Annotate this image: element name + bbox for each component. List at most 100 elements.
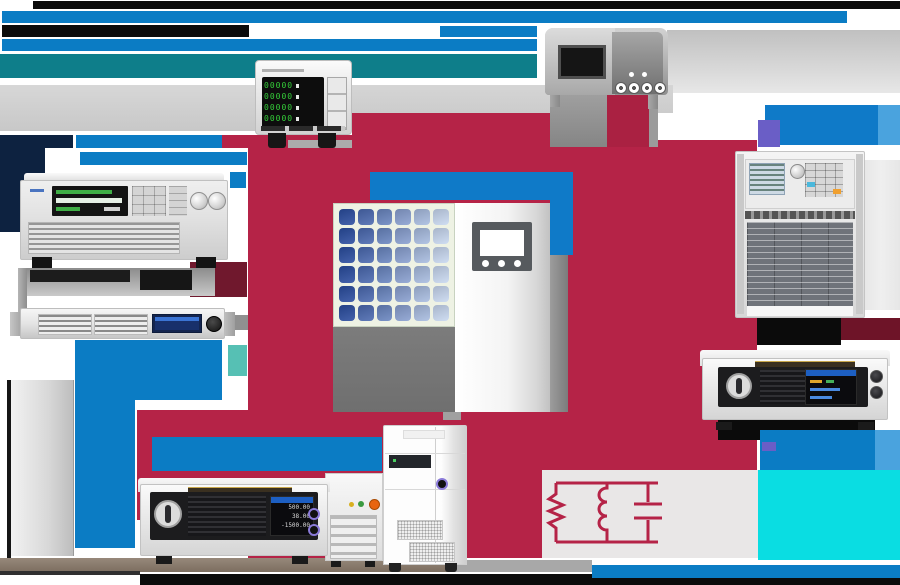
lcd-value: -1500.00 <box>281 522 310 529</box>
rlc-load-circuit <box>542 470 758 558</box>
solar-cell <box>395 247 412 264</box>
psu-knob <box>870 386 883 399</box>
label-square-center <box>230 172 246 188</box>
cabinet-seam <box>435 427 436 563</box>
rack-ear <box>856 154 863 314</box>
cabinet-seam <box>385 453 465 454</box>
inverter-screen <box>480 230 524 256</box>
inverter-button <box>514 260 521 267</box>
label-bar-bottom-blue <box>592 565 900 578</box>
side-panel <box>11 380 74 556</box>
reflection-dark-2 <box>140 270 192 290</box>
display-line <box>104 207 120 211</box>
1u-vent <box>94 314 148 335</box>
plc-controller <box>545 28 668 109</box>
label-block-midleft <box>75 340 222 400</box>
floor-bar-black <box>140 574 900 585</box>
device-foot <box>196 257 216 268</box>
solar-cell <box>414 209 431 226</box>
solar-cell <box>433 266 449 283</box>
lcd-header <box>806 370 856 376</box>
floor-strip-gray <box>455 560 592 572</box>
label-bar-right-mid-maroon <box>841 318 900 340</box>
solar-cell <box>395 285 412 302</box>
module-indicator-yellow <box>349 502 354 507</box>
psu-model-strip <box>188 487 292 493</box>
cabinet-label <box>403 430 445 439</box>
label-bar-top-4 <box>440 26 537 37</box>
connector-crimson <box>607 93 649 147</box>
label-bar-left-blue-1 <box>76 135 222 148</box>
psu-lcd: 500.00 38.00 -1500.00 <box>270 496 314 536</box>
label-bar-right-mid-black <box>757 318 841 345</box>
solar-cell <box>376 285 393 302</box>
lcd-value: 38.00 <box>291 513 310 520</box>
cabinet-vent <box>397 520 443 540</box>
solar-cell <box>357 285 374 302</box>
psu-port <box>308 524 320 536</box>
solar-cell <box>395 228 412 245</box>
center-title-tab <box>550 200 573 255</box>
lcd-bar <box>826 380 834 383</box>
plc-foot <box>550 95 560 107</box>
cabinet-vent <box>409 542 455 562</box>
lcd-bar <box>810 380 822 383</box>
1u-display-content <box>155 317 199 330</box>
tower-connector-row <box>745 211 855 219</box>
seven-segment-digits: 00000 <box>264 102 294 112</box>
inductor-symbol <box>597 483 609 542</box>
solar-cell <box>433 228 449 245</box>
power-analyzer-display-row: 00000 <box>264 113 322 124</box>
display-indicator <box>296 94 300 99</box>
rack-ear <box>10 312 23 336</box>
device-foot <box>268 133 286 148</box>
inverter-side-column <box>550 255 568 412</box>
solar-cell <box>414 285 431 302</box>
solar-cell <box>395 209 412 226</box>
label-bar-left-navy <box>0 135 73 148</box>
lcd-bar <box>810 396 832 399</box>
psu-knob <box>870 370 883 383</box>
module-indicator-green <box>358 501 364 507</box>
rotary-handle <box>165 504 171 524</box>
rack-cabinet <box>383 425 467 572</box>
psu-port <box>308 508 320 520</box>
display-indicator <box>296 105 300 110</box>
inverter-button <box>482 260 489 267</box>
psu-front-panel: 500.00 38.00 -1500.00 <box>150 492 318 540</box>
solar-cell <box>357 228 374 245</box>
plc-foot <box>648 95 658 109</box>
ac-source-function-keys <box>169 186 187 216</box>
device-foot <box>331 561 341 567</box>
solar-cell <box>339 209 355 226</box>
plc-led <box>642 72 647 77</box>
connector-gray-thin <box>649 93 658 147</box>
psu-lcd <box>805 369 857 405</box>
1u-vent <box>38 314 92 335</box>
solar-cell <box>395 266 412 283</box>
solar-cell <box>357 209 374 226</box>
solar-cell <box>414 304 431 321</box>
front-module <box>325 473 383 567</box>
label-bar-bottomleft <box>152 437 382 471</box>
grid-simulator-tower <box>735 151 900 321</box>
power-analyzer-slots <box>261 126 345 131</box>
ac-power-source <box>20 173 228 268</box>
solar-cell <box>376 304 393 321</box>
power-analyzer-keypad <box>327 77 347 130</box>
label-bar-left-blue-2 <box>80 152 247 165</box>
lcd-bar <box>810 388 840 391</box>
seven-segment-digits: 00000 <box>264 80 294 90</box>
display-indicator <box>296 116 300 121</box>
solar-cell <box>376 247 393 264</box>
device-foot <box>292 556 308 564</box>
psu-model-strip <box>755 361 855 367</box>
background-band-left <box>0 85 265 131</box>
inverter-button <box>498 260 505 267</box>
label-bar-right-bottom-light <box>875 430 900 470</box>
solar-cell <box>414 247 431 264</box>
psu-port <box>436 478 448 490</box>
bidirectional-dc-supply-bottom: 500.00 38.00 -1500.00 <box>138 478 448 564</box>
background-band-top-right <box>667 30 900 93</box>
